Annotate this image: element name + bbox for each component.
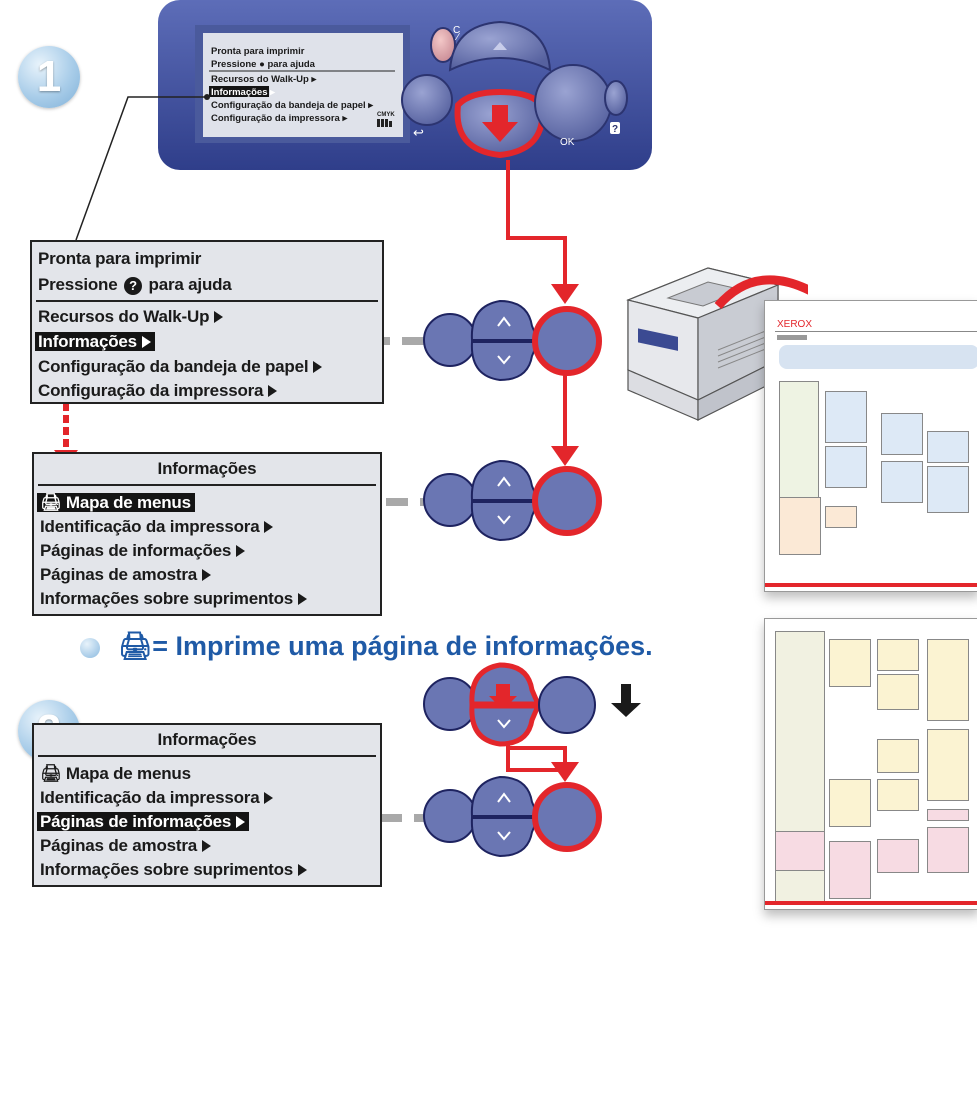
menu-item-printer-id[interactable]: Identificação da impressora — [40, 787, 274, 809]
lcd-line-2: Pressione ● para ajuda — [211, 59, 316, 70]
ok-button[interactable] — [532, 466, 602, 536]
nav-buttons-4 — [423, 775, 602, 858]
printer-icon: 🖨︎ — [40, 493, 62, 512]
printer-illustration — [626, 267, 808, 421]
lcd-line-3: Recursos do Walk-Up ▸ — [211, 74, 317, 85]
main-menu: Pronta para imprimir Pressione ? para aj… — [30, 240, 384, 404]
menu-item-sample-pages[interactable]: Páginas de amostra — [40, 564, 212, 586]
lcd-line-1: Pronta para imprimir — [211, 46, 305, 57]
menu-item-supplies[interactable]: Informações sobre suprimentos — [40, 588, 308, 610]
ok-label: OK — [560, 137, 575, 148]
step-1-badge: 1 — [18, 46, 80, 108]
nav-buttons-2 — [423, 459, 602, 542]
cancel-button[interactable] — [430, 27, 456, 63]
ok-button[interactable] — [532, 306, 602, 376]
svg-text:↩: ↩ — [413, 125, 424, 140]
printer-icon: 🖨︎ — [118, 631, 153, 661]
menu-item-tray[interactable]: Configuração da bandeja de papel — [38, 356, 323, 378]
info-menu-title: Informações — [157, 730, 257, 749]
back-button[interactable] — [401, 74, 453, 126]
ok-button[interactable] — [532, 782, 602, 852]
svg-text:C: C — [453, 25, 460, 36]
help-button[interactable] — [604, 80, 628, 116]
menu-line-ready: Pronta para imprimir — [38, 249, 202, 268]
menu-item-info[interactable]: Informações — [35, 331, 155, 353]
info-menu: Informações 🖨︎ Mapa de menus Identificaç… — [32, 452, 382, 616]
menu-item-menu-map[interactable]: 🖨︎ Mapa de menus — [40, 764, 191, 783]
info-menu-title: Informações — [157, 459, 257, 478]
help-icon: ? — [124, 276, 142, 295]
lcd-line-6: Configuração da impressora ▸ — [211, 113, 348, 124]
menu-item-printer-id[interactable]: Identificação da impressora — [40, 516, 274, 538]
help-prefix: Pressione — [38, 275, 118, 294]
ok-button[interactable] — [538, 676, 596, 734]
menu-item-sample-pages[interactable]: Páginas de amostra — [40, 835, 212, 857]
printer-icon: 🖨︎ — [40, 764, 62, 783]
info-menu-step2: Informações 🖨︎ Mapa de menus Identificaç… — [32, 723, 382, 887]
bullet-dot — [80, 638, 100, 658]
svg-text:?: ? — [612, 124, 618, 135]
arrow-down-icon — [611, 684, 641, 717]
printer-control-panel: Pronta para imprimir Pressione ● para aj… — [158, 0, 652, 170]
printed-page-1: XEROX — [764, 300, 977, 592]
menu-item-menu-map[interactable]: 🖨︎ Mapa de menus — [37, 492, 195, 514]
xerox-logo: XEROX — [777, 319, 813, 330]
lcd-line-4: Informações ▸ — [211, 87, 276, 98]
lcd-cmyk: CMYK — [377, 112, 395, 118]
nav-buttons-1 — [423, 299, 602, 382]
help-suffix: para ajuda — [148, 275, 232, 294]
nav-buttons-3 — [423, 662, 596, 747]
lcd-line-5: Configuração da bandeja de papel ▸ — [211, 100, 374, 111]
menu-item-printer-config[interactable]: Configuração da impressora — [38, 380, 278, 402]
caption: 🖨︎= Imprime uma página de informações. — [118, 631, 653, 661]
menu-item-walkup[interactable]: Recursos do Walk-Up — [38, 306, 224, 328]
menu-item-info-pages[interactable]: Páginas de informações — [37, 811, 250, 833]
svg-text:∕: ∕ — [454, 32, 460, 43]
printed-page-2 — [764, 618, 977, 910]
menu-item-supplies[interactable]: Informações sobre suprimentos — [40, 859, 308, 881]
menu-item-info-pages[interactable]: Páginas de informações — [40, 540, 246, 562]
menu-line-help: Pressione ? para ajuda — [38, 274, 232, 296]
